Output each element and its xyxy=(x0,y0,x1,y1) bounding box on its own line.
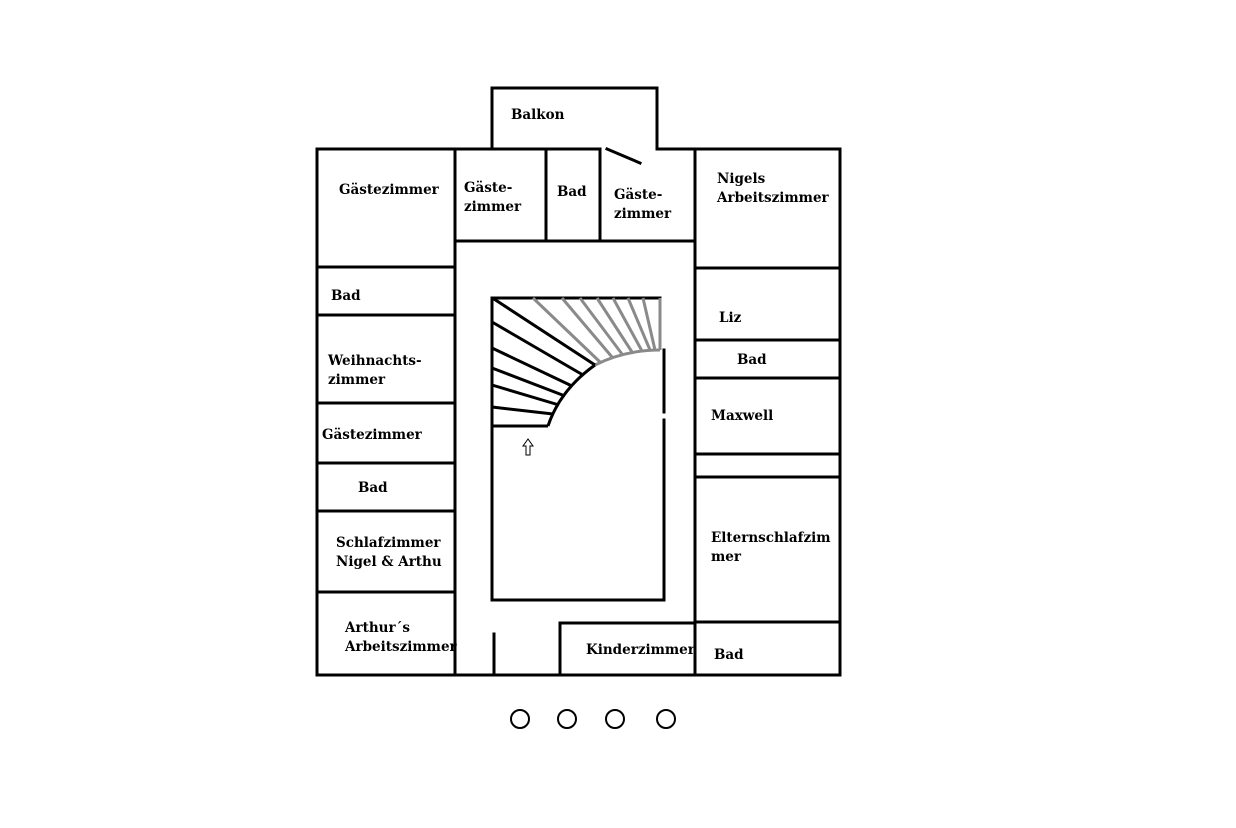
label-schlafzimmer-1: Schlafzimmer xyxy=(336,535,441,551)
up-arrow-icon xyxy=(522,438,534,456)
label-bad-left-1: Bad xyxy=(331,288,361,304)
label-gaestezimmer-left: Gästezimmer xyxy=(322,427,423,443)
stair-tread-upper xyxy=(578,297,624,355)
stair-well xyxy=(490,296,666,602)
balcony-door xyxy=(605,147,642,165)
stair-tread xyxy=(491,383,560,407)
label-bad-right-1: Bad xyxy=(737,352,767,368)
label-gaestezimmer-top-mid-2: zimmer xyxy=(464,199,522,215)
walls xyxy=(315,86,842,677)
stair-tread-upper xyxy=(641,297,657,351)
label-maxwell: Maxwell xyxy=(711,408,773,424)
outer-walls xyxy=(315,147,842,677)
label-schlafzimmer-2: Nigel & Arthu xyxy=(336,554,442,570)
stair-tread-upper xyxy=(626,297,652,351)
label-gaestezimmer-top-right-2: zimmer xyxy=(614,206,672,222)
balcony-walls xyxy=(490,86,659,151)
label-arthurs-2: Arbeitszimmer xyxy=(344,639,458,655)
columns xyxy=(510,709,676,729)
stair-curve-upper xyxy=(594,348,661,367)
label-balkon: Balkon xyxy=(511,107,565,123)
room-labels: Balkon Gästezimmer Gäste- zimmer Bad Gäs… xyxy=(322,107,831,663)
stair-tread xyxy=(491,366,566,398)
kinderzimmer-walls xyxy=(558,621,697,677)
column-circle xyxy=(557,709,577,729)
label-gaestezimmer-top-mid-1: Gäste- xyxy=(464,180,512,196)
label-arthurs-1: Arthur´s xyxy=(344,620,410,636)
label-bad-right-2: Bad xyxy=(714,647,744,663)
label-liz: Liz xyxy=(719,310,742,326)
label-nigels-2: Arbeitszimmer xyxy=(716,190,830,206)
stair-tread-upper xyxy=(531,296,602,364)
label-gaestezimmer-top-left: Gästezimmer xyxy=(339,182,440,198)
label-weihnachts-1: Weihnachts- xyxy=(327,353,422,369)
stair-tread xyxy=(491,346,573,388)
label-bad-top: Bad xyxy=(557,184,587,200)
stair-tread-upper xyxy=(595,297,634,353)
stair-tread-upper xyxy=(560,297,614,358)
staircase xyxy=(490,296,666,602)
stair-tread xyxy=(491,320,584,377)
label-nigels-1: Nigels xyxy=(717,171,766,187)
stair-tread-upper xyxy=(611,297,644,352)
label-weihnachts-2: zimmer xyxy=(328,372,386,388)
stair-tread xyxy=(493,297,596,367)
label-kinderzimmer: Kinderzimmer xyxy=(586,642,696,658)
label-bad-left-2: Bad xyxy=(358,480,388,496)
column-circle xyxy=(510,709,530,729)
label-eltern-1: Elternschlafzim xyxy=(711,530,831,546)
column-circle xyxy=(656,709,676,729)
stair-curve xyxy=(546,363,596,427)
label-gaestezimmer-top-right-1: Gäste- xyxy=(614,187,662,203)
label-eltern-2: mer xyxy=(711,549,742,565)
column-circle xyxy=(605,709,625,729)
stair-tread xyxy=(491,405,554,416)
